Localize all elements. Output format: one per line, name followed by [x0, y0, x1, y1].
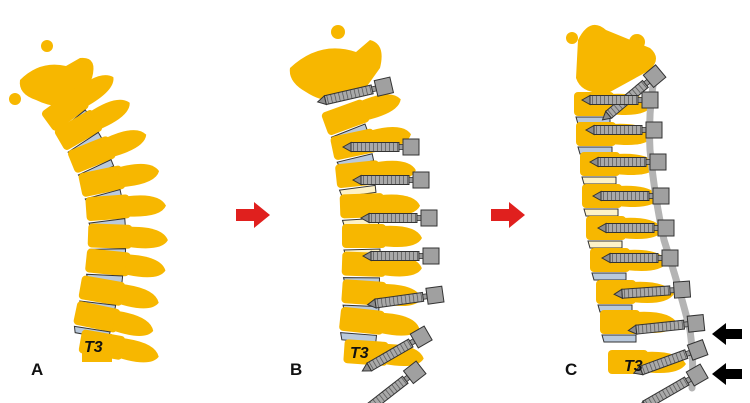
bone-graft — [338, 184, 377, 198]
vertebral-body — [87, 223, 133, 249]
panel-a — [9, 40, 168, 363]
bone-blob — [566, 32, 578, 44]
bone-blob — [9, 93, 21, 105]
left-arrow-icon — [712, 323, 742, 345]
spinous-process — [117, 163, 160, 188]
spinous-process — [379, 194, 421, 216]
right-arrow-icon — [491, 202, 525, 228]
spinous-process — [89, 99, 130, 130]
bone-blob — [41, 40, 53, 52]
panel-a-label: A — [31, 360, 43, 379]
spinous-process — [112, 310, 154, 336]
vertebral-body — [54, 110, 103, 150]
upper-vertebra — [289, 40, 382, 102]
bone-blob — [331, 25, 345, 39]
spinous-process — [124, 254, 166, 278]
vertebra — [73, 301, 154, 340]
vertebral-body — [339, 306, 385, 335]
vertebral-body — [339, 193, 385, 219]
spinous-process — [359, 94, 401, 121]
spinous-process — [73, 75, 114, 108]
upper-vertebra — [576, 24, 656, 93]
vertebral-body — [78, 165, 126, 197]
spinous-process — [117, 337, 159, 363]
t3-level-label: T3 — [624, 358, 643, 375]
vertebral-body — [342, 224, 386, 248]
spinous-process — [125, 195, 166, 217]
t3-level-label: T3 — [350, 345, 369, 362]
vertebral-body — [73, 301, 121, 333]
vertebral-body — [68, 136, 116, 173]
panel-b-label: B — [290, 360, 302, 379]
bone-graft — [583, 208, 619, 217]
bone-graft — [581, 176, 617, 185]
vertebral-body — [78, 275, 126, 306]
vertebral-body — [85, 248, 131, 277]
spinous-process — [104, 130, 147, 158]
spinous-process — [382, 225, 422, 247]
vertebra — [590, 248, 668, 281]
right-arrow-icon — [236, 202, 270, 228]
vertebra — [580, 152, 658, 185]
t3-level-label: T3 — [84, 339, 103, 356]
vertebral-body — [85, 194, 131, 221]
panel-c-label: C — [565, 360, 577, 379]
panel-b — [289, 25, 445, 403]
vertebral-body — [321, 99, 370, 135]
panel-c — [566, 24, 709, 403]
vertebral-body — [82, 334, 112, 362]
spinous-process — [378, 312, 420, 336]
left-arrow-icon — [712, 363, 742, 385]
intervertebral-disc — [601, 334, 637, 343]
spinous-process — [127, 226, 168, 249]
vertebral-body — [41, 88, 89, 131]
intervertebral-disc — [591, 272, 627, 281]
vertebra — [85, 194, 166, 230]
spinous-process — [117, 283, 159, 309]
bone-graft — [587, 240, 623, 249]
vertebral-body — [600, 310, 640, 334]
